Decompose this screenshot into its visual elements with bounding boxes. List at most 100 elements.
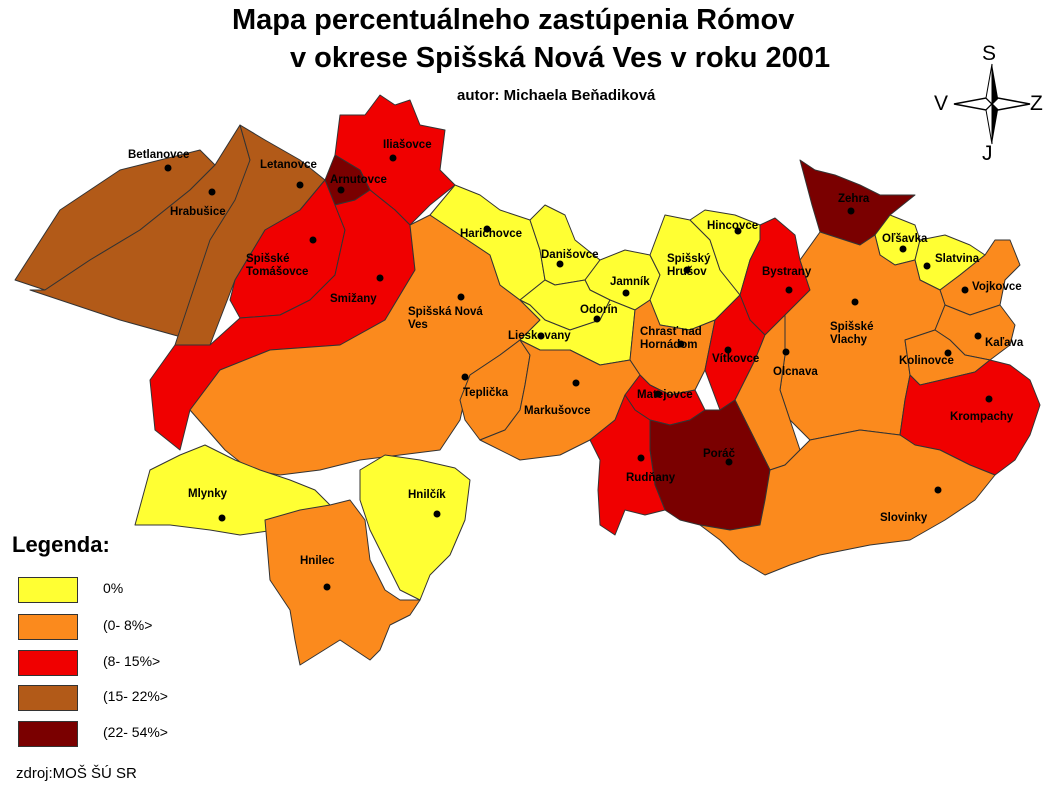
town-label: Iliašovce xyxy=(383,139,432,151)
town-marker-icon xyxy=(556,260,564,268)
town-label: Harichovce xyxy=(460,228,522,240)
region-hnilcik[interactable] xyxy=(359,454,471,601)
town-label: Krompachy xyxy=(950,411,1014,423)
town-label: Vlachy xyxy=(830,334,868,346)
compass-west-label: V xyxy=(934,92,949,115)
compass-north-label: S xyxy=(982,42,997,65)
legend-swatch xyxy=(18,614,78,640)
town-label: Zehra xyxy=(838,193,870,205)
compass-east-label: Z xyxy=(1030,92,1043,115)
region-slovinky[interactable] xyxy=(699,429,996,576)
town-marker-icon xyxy=(934,486,942,494)
town-label: Arnutovce xyxy=(330,174,387,186)
map-title-line-1: Mapa percentuálneho zastúpenia Rómov xyxy=(232,4,795,36)
town-marker-icon xyxy=(323,583,331,591)
town-marker-icon xyxy=(734,227,742,235)
town-marker-icon xyxy=(654,390,662,398)
town-marker-icon xyxy=(389,154,397,162)
map-author: autor: Michaela Beňadiková xyxy=(457,87,656,104)
town-label: Tomášovce xyxy=(246,266,308,278)
town-label: Olcnava xyxy=(773,366,818,378)
legend-swatch xyxy=(18,721,78,747)
town-marker-icon xyxy=(683,266,691,274)
town-label: Smižany xyxy=(330,293,377,305)
town-label: Hrabušice xyxy=(170,206,226,218)
town-marker-icon xyxy=(433,510,441,518)
town-label: Letanovce xyxy=(260,159,317,171)
town-label: Spišské xyxy=(830,321,873,333)
legend-label: (0- 8%> xyxy=(103,617,153,633)
town-marker-icon xyxy=(782,348,790,356)
legend-swatch xyxy=(18,650,78,676)
legend-label: (8- 15%> xyxy=(103,653,161,669)
town-marker-icon xyxy=(785,286,793,294)
town-marker-icon xyxy=(944,349,952,357)
town-label: Kaľava xyxy=(985,337,1024,349)
town-marker-icon xyxy=(724,346,732,354)
town-label: Ves xyxy=(408,319,428,331)
legend-title: Legenda: xyxy=(12,532,110,557)
town-label: Danišovce xyxy=(541,249,599,261)
town-marker-icon xyxy=(461,373,469,381)
town-label: Hnilčík xyxy=(408,489,446,501)
town-marker-icon xyxy=(985,395,993,403)
town-marker-icon xyxy=(899,245,907,253)
compass-rose-icon xyxy=(953,63,1031,145)
town-marker-icon xyxy=(572,379,580,387)
town-marker-icon xyxy=(637,454,645,462)
town-label: Hrušov xyxy=(667,266,707,278)
town-marker-icon xyxy=(851,298,859,306)
town-marker-icon xyxy=(537,332,545,340)
town-marker-icon xyxy=(961,286,969,294)
region-hnilec[interactable] xyxy=(264,499,421,666)
town-marker-icon xyxy=(296,181,304,189)
town-marker-icon xyxy=(208,188,216,196)
town-label: Markušovce xyxy=(524,405,590,417)
town-label: Betlanovce xyxy=(128,149,189,161)
legend-swatch xyxy=(18,577,78,603)
town-label: Mlynky xyxy=(188,488,228,500)
region-letanovce[interactable] xyxy=(174,124,326,346)
town-label: Vítkovce xyxy=(712,353,759,365)
town-marker-icon xyxy=(483,225,491,233)
town-label: Slatvina xyxy=(935,253,980,265)
town-marker-icon xyxy=(677,340,685,348)
town-label: Odorín xyxy=(580,304,618,316)
region-zehra[interactable] xyxy=(799,159,916,246)
legend-label: 0% xyxy=(103,580,124,596)
map-source: zdroj:MOŠ ŠÚ SR xyxy=(16,765,137,782)
town-label: Hincovce xyxy=(707,220,758,232)
town-marker-icon xyxy=(622,289,630,297)
town-marker-icon xyxy=(164,164,172,172)
legend-swatch xyxy=(18,685,78,711)
region-mlynky[interactable] xyxy=(134,444,331,536)
town-label: Spišská Nová xyxy=(408,306,483,318)
town-label: Matejovce xyxy=(637,389,693,401)
town-label: Bystrany xyxy=(762,266,812,278)
town-label: Chrasť nad xyxy=(640,326,702,338)
legend-label: (15- 22%> xyxy=(103,688,168,704)
compass-south-label: J xyxy=(982,142,993,165)
town-marker-icon xyxy=(725,458,733,466)
map-title-line-2: v okrese Spišská Nová Ves v roku 2001 xyxy=(290,42,831,74)
legend-label: (22- 54%> xyxy=(103,724,168,740)
town-label: Poráč xyxy=(703,448,736,460)
region-smizany[interactable] xyxy=(149,189,416,451)
town-label: Rudňany xyxy=(626,472,676,484)
town-marker-icon xyxy=(376,274,384,282)
town-label: Spišský xyxy=(667,253,711,265)
town-marker-icon xyxy=(847,207,855,215)
town-label: Hnilec xyxy=(300,555,335,567)
town-label: Spišské xyxy=(246,253,289,265)
town-marker-icon xyxy=(593,315,601,323)
town-label: Hornádom xyxy=(640,339,698,351)
region-rudnany[interactable] xyxy=(589,394,666,536)
town-marker-icon xyxy=(337,186,345,194)
town-label: Vojkovce xyxy=(972,281,1022,293)
town-label: Slovinky xyxy=(880,512,928,524)
town-marker-icon xyxy=(974,332,982,340)
town-label: Kolinovce xyxy=(899,355,954,367)
town-label: Teplička xyxy=(463,387,509,399)
town-marker-icon xyxy=(457,293,465,301)
